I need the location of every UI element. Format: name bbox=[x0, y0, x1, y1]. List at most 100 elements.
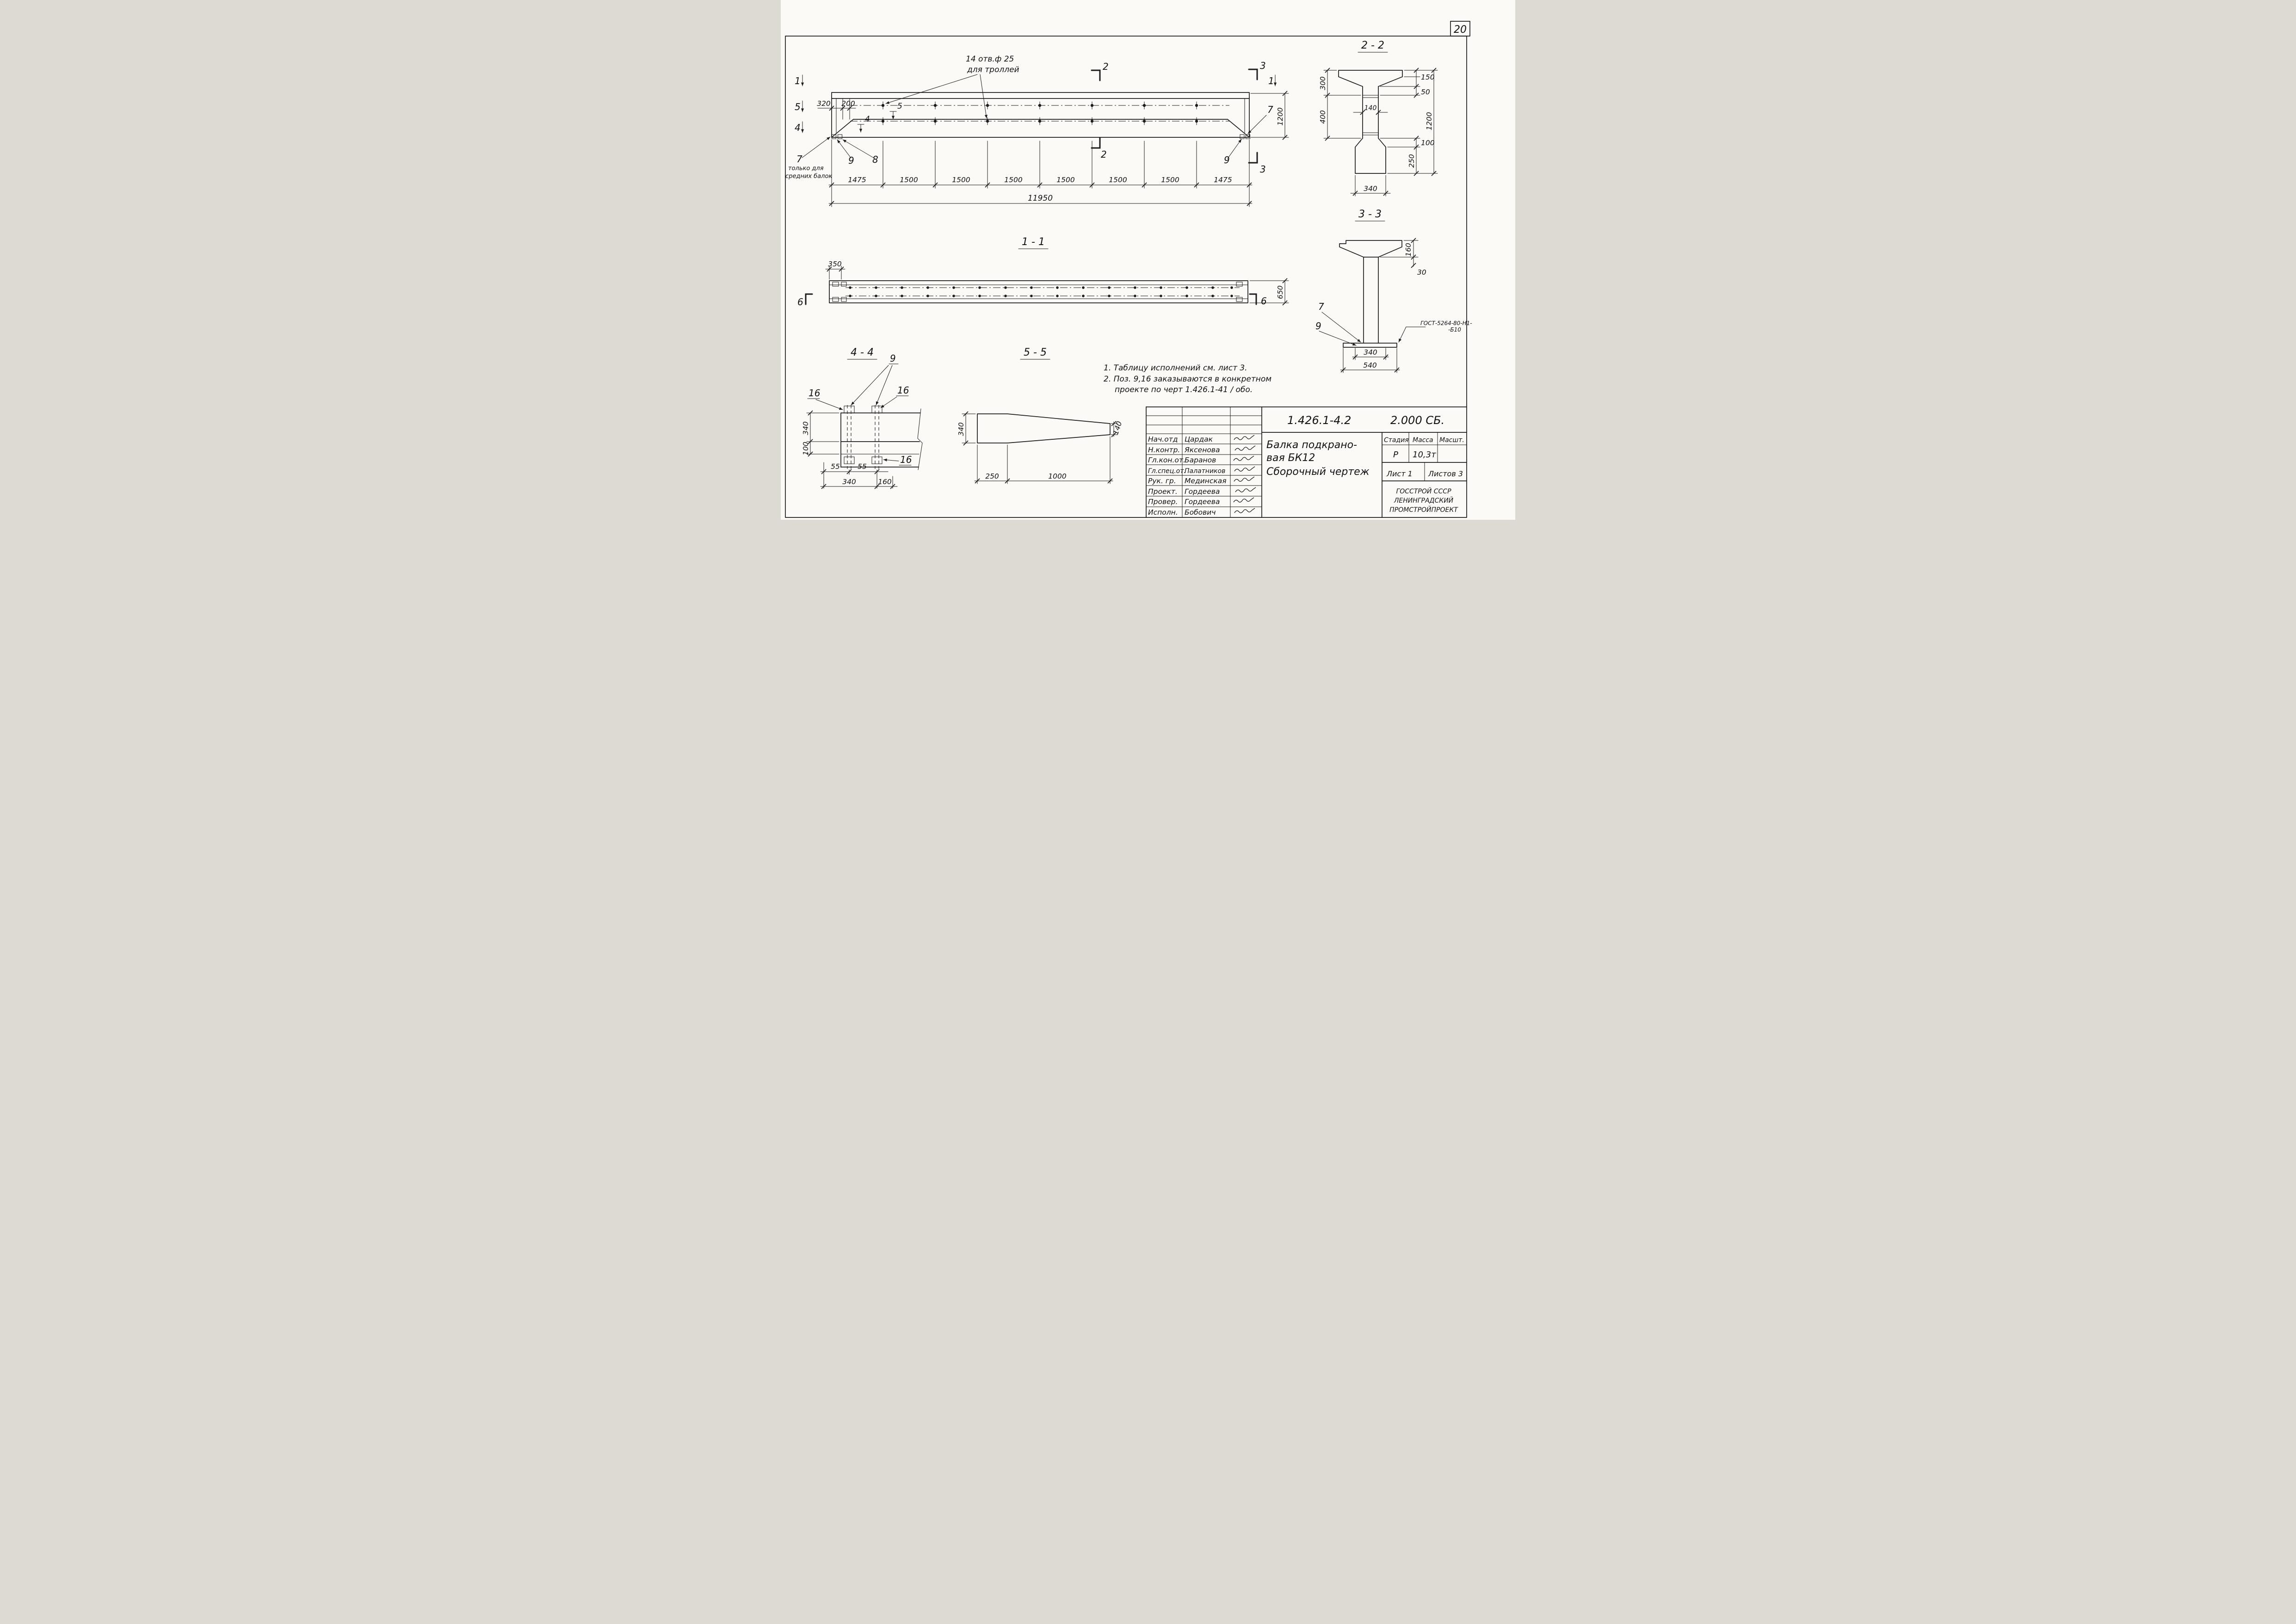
svg-text:3: 3 bbox=[1260, 164, 1266, 175]
svg-text:55: 55 bbox=[858, 462, 867, 471]
section-marker-1-right: 1 bbox=[1268, 74, 1277, 86]
svg-text:340: 340 bbox=[802, 421, 810, 435]
seg-dim-4: 1500 bbox=[1056, 176, 1075, 184]
section-5-5: 5 - 5 340 140 250 1000 bbox=[957, 347, 1123, 484]
svg-text:340: 340 bbox=[957, 422, 965, 436]
section-2-2-shape bbox=[1338, 70, 1403, 174]
svg-text:3: 3 bbox=[1260, 60, 1266, 71]
plan-holes bbox=[846, 286, 1240, 297]
svg-text:16: 16 bbox=[897, 385, 909, 396]
pos-16-labels: 16 16 16 bbox=[807, 385, 912, 466]
section-3-3-shape bbox=[1339, 240, 1402, 258]
svg-text:540: 540 bbox=[1363, 361, 1377, 369]
svg-text:4: 4 bbox=[865, 115, 870, 124]
cut-marker-5: 5 bbox=[889, 102, 902, 120]
svg-text:50: 50 bbox=[1421, 88, 1430, 96]
row-role: Проект. bbox=[1148, 487, 1178, 496]
pos-9-right: 9 bbox=[1224, 154, 1230, 166]
svg-text:1200: 1200 bbox=[1276, 107, 1284, 126]
section-3-3-dims: 160 30 340 540 bbox=[1340, 238, 1426, 373]
dim-320-200: 320 200 bbox=[817, 99, 856, 111]
gost-note-line1: ГОСТ-5264-80-Н1- bbox=[1420, 320, 1472, 326]
row-name: Гордеева bbox=[1185, 487, 1220, 496]
seg-dim-2: 1500 bbox=[952, 176, 970, 184]
section-2-2-dims-left: 300 400 bbox=[1319, 68, 1361, 141]
title-block: 1.426.1-4.2 2.000 СБ. Балка подкрано- ва… bbox=[1146, 406, 1467, 518]
drawing-title-line2: вая БК12 bbox=[1266, 452, 1315, 464]
note-line-1: 1. Таблицу исполнений см. лист 3. bbox=[1104, 363, 1247, 373]
mass-value: 10,3т bbox=[1413, 450, 1436, 460]
section-4-4-title: 4 - 4 bbox=[851, 347, 874, 358]
section-2-2-dim-340: 340 bbox=[1350, 175, 1391, 197]
section-2-2-title: 2 - 2 bbox=[1361, 40, 1384, 51]
row-name: Баранов bbox=[1185, 456, 1216, 464]
col-scale: Масшт. bbox=[1439, 437, 1464, 444]
sheet-count: Листов 3 bbox=[1428, 469, 1463, 478]
seg-dim-7: 1475 bbox=[1214, 176, 1232, 184]
beam-outline bbox=[831, 92, 1250, 138]
svg-text:160: 160 bbox=[1404, 243, 1413, 257]
pos-7-right: 7 bbox=[1267, 104, 1273, 115]
seg-dim-6: 1500 bbox=[1161, 176, 1179, 184]
org-line-3: ПРОМСТРОЙПРОЕКТ bbox=[1389, 505, 1458, 514]
svg-text:300: 300 bbox=[1319, 76, 1327, 90]
marker-1-label: 1 bbox=[795, 75, 801, 86]
pos-9: 9 bbox=[1315, 320, 1321, 332]
section-2-2-dims-right: 150 50 100 250 1200 bbox=[1380, 68, 1438, 176]
svg-text:6: 6 bbox=[797, 296, 803, 308]
bolt-plates bbox=[844, 406, 883, 464]
stage-value: Р bbox=[1393, 450, 1398, 460]
svg-text:100: 100 bbox=[802, 442, 810, 455]
drawing-sheet: 20 14 отв.ф 25 bbox=[781, 0, 1515, 520]
dimension-chain: 1475 1500 1500 1500 1500 1500 1500 1475 … bbox=[828, 139, 1253, 207]
svg-text:55: 55 bbox=[831, 462, 840, 471]
section-3-3-title: 3 - 3 bbox=[1358, 209, 1382, 220]
section-2-2: 2 - 2 300 400 bbox=[1319, 40, 1438, 197]
svg-text:1200: 1200 bbox=[1425, 112, 1433, 130]
staff-rows: Нач.отд Цардак Н.контр. Яксенова Гл.кон.… bbox=[1148, 435, 1227, 517]
seg-dim-0: 1475 bbox=[848, 176, 866, 184]
note-line-3: проекте по черт 1.426.1-41 / обо. bbox=[1115, 385, 1253, 394]
break-line bbox=[917, 408, 923, 470]
gost-note-line2: -Б10 bbox=[1448, 326, 1461, 333]
dim-320: 320 bbox=[817, 99, 831, 108]
cut-flag-3: 3 3 bbox=[1248, 60, 1266, 175]
row-role: Гл.спец.от. bbox=[1148, 468, 1186, 475]
svg-text:6: 6 bbox=[1261, 295, 1267, 307]
sheet-number: Лист 1 bbox=[1386, 469, 1413, 478]
svg-text:340: 340 bbox=[1364, 185, 1377, 193]
row-name: Мединская bbox=[1185, 477, 1227, 485]
section-2-2-dim-140: 140 bbox=[1353, 105, 1388, 115]
plan-end-details bbox=[832, 282, 1243, 302]
seg-dim-5: 1500 bbox=[1109, 176, 1127, 184]
page-number: 20 bbox=[1454, 24, 1467, 36]
row-role: Нач.отд bbox=[1148, 435, 1178, 443]
trolley-holes bbox=[850, 101, 1229, 125]
total-dim: 11950 bbox=[1028, 194, 1053, 203]
svg-text:140: 140 bbox=[1364, 105, 1377, 112]
pos-9-left: 9 bbox=[848, 155, 854, 166]
org-line-1: ГОССТРОЙ СССР bbox=[1396, 487, 1451, 495]
svg-text:5: 5 bbox=[897, 102, 902, 111]
svg-text:340: 340 bbox=[1364, 348, 1377, 357]
row-name: Бобович bbox=[1185, 508, 1216, 517]
page-number-box bbox=[1450, 21, 1470, 37]
svg-text:160: 160 bbox=[878, 478, 892, 486]
section-4-4-dims: 340 100 55 55 340 160 bbox=[802, 410, 898, 489]
dim-1200-elevation: 1200 bbox=[1250, 91, 1289, 140]
doc-code: 2.000 СБ. bbox=[1390, 414, 1444, 427]
position-labels: 7 9 8 7 9 bbox=[796, 104, 1273, 166]
drawing-title-line3: Сборочный чертеж bbox=[1266, 466, 1370, 478]
svg-text:250: 250 bbox=[985, 472, 999, 480]
svg-text:2: 2 bbox=[1101, 149, 1107, 160]
section-5-5-shape bbox=[977, 413, 1111, 443]
marker-5-label: 5 bbox=[795, 101, 801, 112]
svg-text:150: 150 bbox=[1421, 73, 1435, 81]
note-line-2: 2. Поз. 9,16 заказываются в конкретном bbox=[1104, 375, 1271, 384]
row-name: Яксенова bbox=[1184, 446, 1220, 454]
section-5-5-title: 5 - 5 bbox=[1024, 347, 1047, 358]
row-name: Гордеева bbox=[1185, 498, 1220, 506]
section-3-3: 3 - 3 7 9 ГОСТ-5264-80-Н1- -Б10 160 30 bbox=[1315, 209, 1472, 373]
section-markers-left: 1 5 4 bbox=[795, 74, 804, 133]
left-note-line1: только для bbox=[788, 165, 824, 172]
